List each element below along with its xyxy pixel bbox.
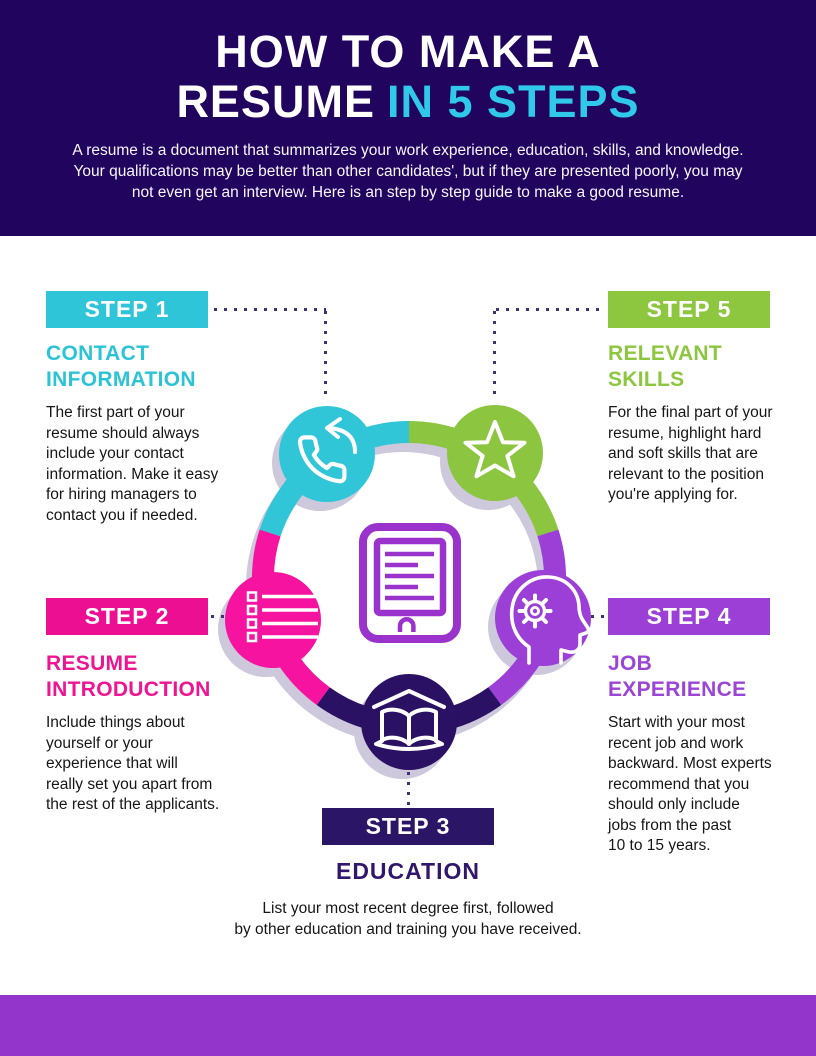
- step3-heading: EDUCATION: [335, 858, 480, 884]
- intro-paragraph: A resume is a document that summarizes y…: [72, 142, 744, 201]
- ring-arcs: [251, 421, 567, 735]
- step4-label-box: STEP 4: [608, 598, 770, 635]
- checklist-icon: [246, 591, 318, 643]
- step1-label-box: STEP 1: [46, 291, 208, 328]
- open-book-icon: [372, 689, 446, 751]
- step3-label-box: STEP 3: [322, 808, 494, 845]
- step5-label-box: STEP 5: [608, 291, 770, 328]
- contact-circle: [279, 406, 375, 502]
- step2-label-box: STEP 2: [46, 598, 208, 635]
- education-circle: [361, 674, 457, 770]
- e-reader-document-icon: [359, 523, 461, 643]
- connector-step4-horizontal: [591, 615, 607, 618]
- footer-bar: [0, 995, 816, 1056]
- connector-step1-horizontal: [214, 308, 326, 311]
- ring-shadow: [246, 430, 560, 744]
- title-line-1: HOW TO MAKE A: [215, 26, 601, 77]
- introduction-circle: [225, 572, 321, 668]
- skills-circle: [447, 405, 543, 501]
- title-line-2-accent: IN 5 STEPS: [386, 76, 640, 127]
- experience-circle: [495, 570, 591, 666]
- circle-shadows: [218, 414, 584, 779]
- step3-body-text: List your most recent degree first, foll…: [234, 900, 582, 938]
- star-icon: [463, 420, 527, 479]
- phone-incoming-icon: [297, 417, 357, 484]
- connector-step1-vertical: [324, 311, 327, 401]
- title-line-2-white: RESUME: [176, 76, 375, 127]
- connector-step2-horizontal: [211, 615, 227, 618]
- connector-step5-vertical: [493, 311, 496, 397]
- head-gear-icon: [509, 575, 591, 665]
- connector-step5-horizontal: [496, 308, 604, 311]
- connector-step3-vertical: [407, 772, 410, 805]
